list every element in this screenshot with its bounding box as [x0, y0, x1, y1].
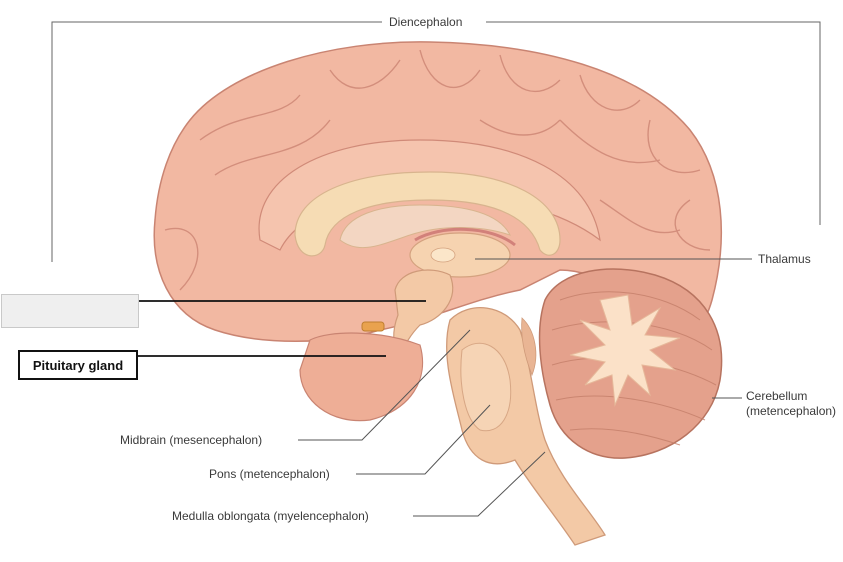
thalamus: [409, 232, 511, 278]
answer-leader-lines: [138, 300, 426, 357]
label-cerebellum-sub: (metencephalon): [746, 404, 837, 418]
fourth-ventricle: [521, 317, 537, 377]
cerebellum: [538, 268, 723, 459]
diencephalon-bracket: [51, 21, 821, 262]
label-medulla: Medulla oblongata (myelencephalon): [172, 509, 369, 523]
answer-box-pituitary[interactable]: Pituitary gland: [18, 350, 138, 380]
arbor-vitae: [569, 294, 681, 407]
label-cerebellum: Cerebellum: [746, 389, 808, 403]
gyri: [164, 49, 711, 291]
label-thalamus: Thalamus: [758, 252, 811, 266]
pons-bulge: [460, 342, 512, 432]
leader-lines: [298, 258, 752, 517]
label-midbrain: Midbrain (mesencephalon): [120, 433, 263, 447]
label-diencephalon: Diencephalon: [387, 15, 465, 29]
septum: [339, 204, 511, 249]
leader-pons: [356, 404, 491, 475]
label-pons: Pons (metencephalon): [209, 467, 330, 481]
temporal-lobe: [299, 332, 424, 422]
leader-midbrain: [298, 329, 471, 441]
leader-medulla: [413, 451, 546, 517]
answer-drop-zone-empty[interactable]: [1, 294, 139, 328]
corpus-callosum: [294, 171, 561, 257]
choroid-plexus: [414, 227, 516, 247]
optic-chiasm: [361, 321, 385, 332]
